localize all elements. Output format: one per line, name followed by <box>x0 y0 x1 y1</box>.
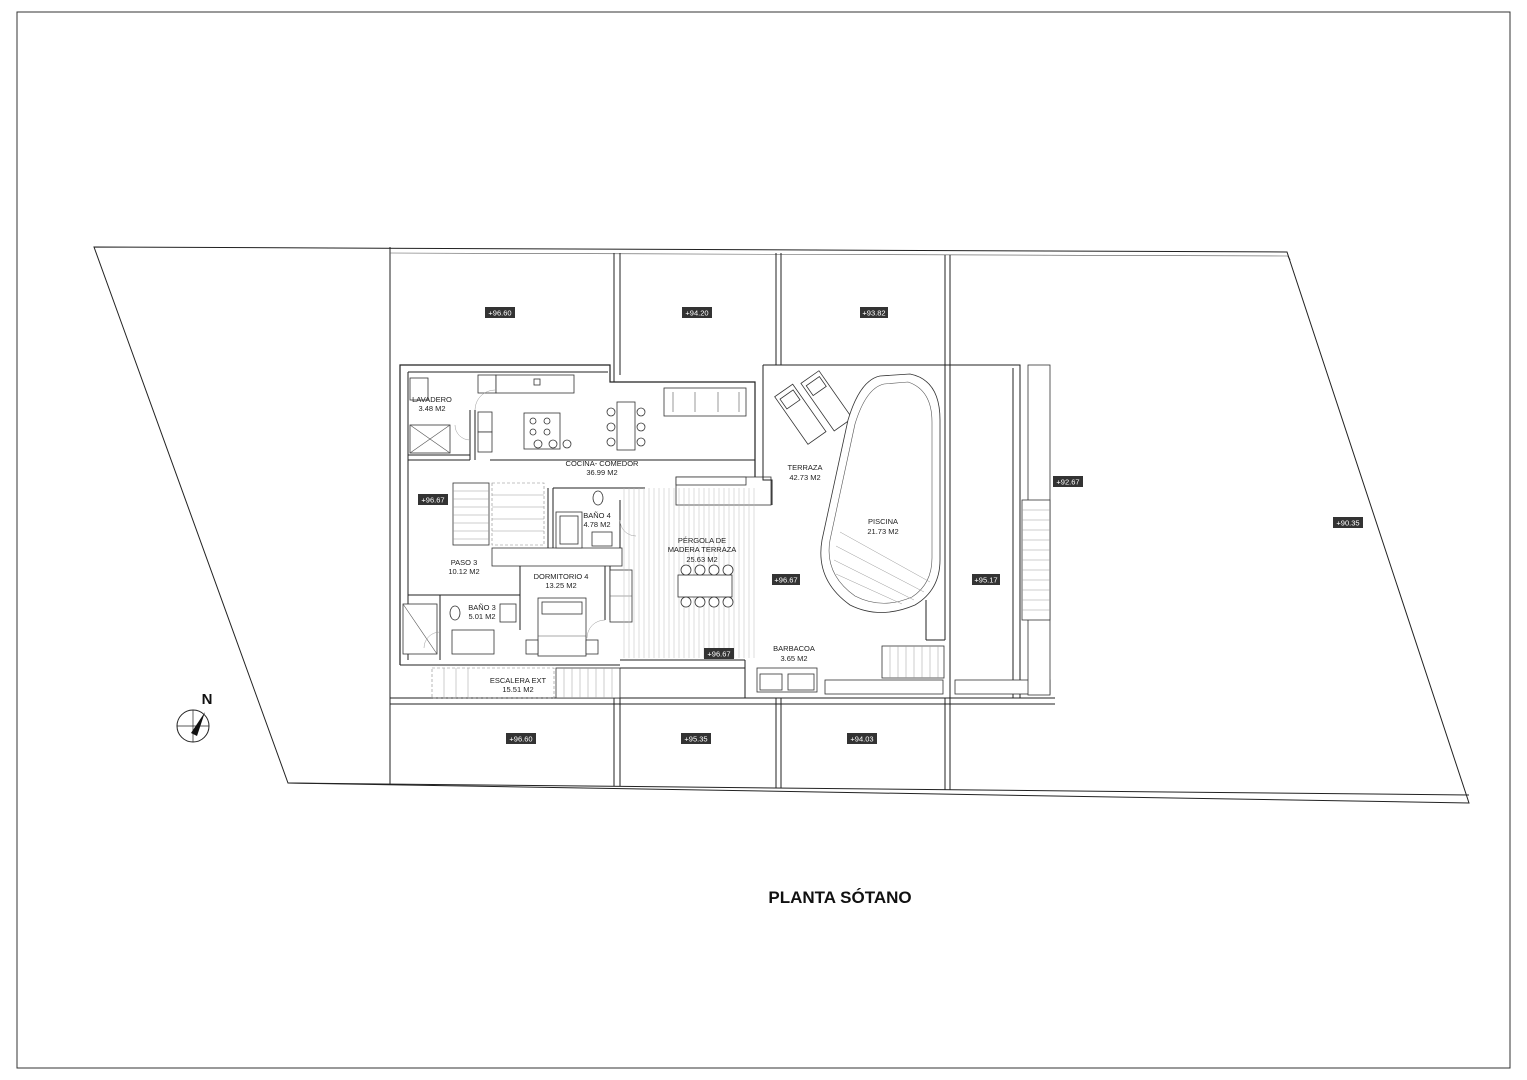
elevation-marker <box>972 574 1000 585</box>
room-piscina-area: 21.73 M2 <box>867 527 898 536</box>
plot-boundary <box>93 246 1470 804</box>
room-pergola-name-1: PÉRGOLA DE <box>678 536 726 545</box>
interior-stairs <box>452 482 545 546</box>
elevation-text: +93.82 <box>862 309 885 318</box>
room-bano3-area: 5.01 M2 <box>468 612 495 621</box>
elevation-marker <box>1053 476 1083 487</box>
elevation-marker <box>485 307 515 318</box>
elevation-text: +96.60 <box>488 309 511 318</box>
room-piscina-name: PISCINA <box>868 517 898 526</box>
elevation-marker <box>847 733 877 744</box>
elevation-marker <box>418 494 448 505</box>
elevation-marker <box>506 733 536 744</box>
elevation-text: +95.17 <box>974 576 997 585</box>
elevation-marker <box>860 307 888 318</box>
room-barbacoa-name: BARBACOA <box>773 644 815 653</box>
room-cocina-name: COCINA- COMEDOR <box>566 459 640 468</box>
room-lavadero-area: 3.48 M2 <box>418 404 445 413</box>
room-barbacoa-area: 3.65 M2 <box>780 654 807 663</box>
terrace-area <box>756 364 1051 698</box>
room-pergola-area: 25.63 M2 <box>686 555 717 564</box>
bedroom-furniture <box>525 569 633 657</box>
door-swings <box>423 389 637 649</box>
elevation-text: +90.35 <box>1336 519 1359 528</box>
room-labels: LAVADERO 3.48 M2 COCINA- COMEDOR 36.99 M… <box>412 395 899 694</box>
room-dormitorio4-area: 13.25 M2 <box>545 581 576 590</box>
room-dormitorio4-name: DORMITORIO 4 <box>534 572 589 581</box>
north-arrow-icon: N <box>176 691 213 743</box>
room-bano4-area: 4.78 M2 <box>583 520 610 529</box>
elevation-text: +96.67 <box>421 496 444 505</box>
north-letter: N <box>202 691 213 708</box>
room-bano4-name: BAÑO 4 <box>583 511 611 520</box>
room-terraza-area: 42.73 M2 <box>789 473 820 482</box>
bathroom3-fixtures <box>402 603 517 655</box>
room-escalera-name: ESCALERA EXT <box>490 676 547 685</box>
elevation-text: +95.35 <box>684 735 707 744</box>
elevation-text: +94.20 <box>685 309 708 318</box>
elevation-text: +96.60 <box>509 735 532 744</box>
room-terraza-name: TERRAZA <box>787 463 822 472</box>
elevation-marker <box>681 733 711 744</box>
bathroom4-fixtures <box>555 490 613 549</box>
room-lavadero-name: LAVADERO <box>412 395 452 404</box>
room-paso3-name: PASO 3 <box>451 558 478 567</box>
room-bano3-name: BAÑO 3 <box>468 603 496 612</box>
elevation-text: +94.03 <box>850 735 873 744</box>
room-pergola-name-2: MADERA TERRAZA <box>668 545 737 554</box>
drawing-title: PLANTA SÓTANO <box>768 888 911 907</box>
elevation-marker <box>772 574 800 585</box>
room-cocina-area: 36.99 M2 <box>586 468 617 477</box>
bottom-plots <box>390 697 1055 790</box>
elevation-text: +96.67 <box>707 650 730 659</box>
sheet-frame <box>16 11 1511 1069</box>
room-escalera-area: 15.51 M2 <box>502 685 533 694</box>
elevation-text: +96.67 <box>774 576 797 585</box>
pergola-dining <box>677 564 734 608</box>
elevation-marker <box>1333 517 1363 528</box>
elevation-markers: +96.60 +94.20 +93.82 +96.67 +92.67 +90.3… <box>418 307 1363 744</box>
kitchen-furniture <box>409 374 772 506</box>
room-paso3-area: 10.12 M2 <box>448 567 479 576</box>
top-plots <box>613 253 951 388</box>
elevation-marker <box>704 648 734 659</box>
elevation-text: +92.67 <box>1056 478 1079 487</box>
elevation-marker <box>682 307 712 318</box>
exterior-stairs <box>431 499 1051 699</box>
